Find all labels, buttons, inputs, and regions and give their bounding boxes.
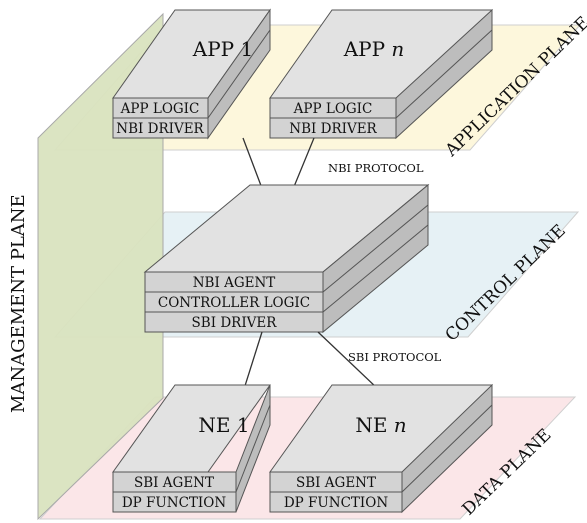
app-1-driver-label: NBI DRIVER bbox=[116, 121, 204, 137]
ne-n-title: NE n bbox=[355, 413, 406, 437]
app-1-box bbox=[112, 8, 271, 140]
app-1-title: APP 1 bbox=[192, 37, 253, 61]
ne-n-function-label: DP FUNCTION bbox=[284, 495, 388, 511]
ne-n-box bbox=[269, 383, 493, 514]
app-n-box bbox=[269, 8, 493, 140]
management-plane-label: MANAGEMENT PLANE bbox=[8, 194, 29, 413]
ne-1-agent-label: SBI AGENT bbox=[134, 475, 214, 491]
app-n-logic-label: APP LOGIC bbox=[293, 101, 373, 117]
controller-agent-label: NBI AGENT bbox=[193, 275, 276, 291]
ne-1-function-label: DP FUNCTION bbox=[122, 495, 226, 511]
ne-n-agent-label: SBI AGENT bbox=[296, 475, 376, 491]
ne-1-title: NE 1 bbox=[198, 413, 249, 437]
app-1-logic-label: APP LOGIC bbox=[120, 101, 200, 117]
app-n-title: APP n bbox=[343, 37, 405, 61]
controller-box bbox=[143, 183, 430, 334]
controller-logic-label: CONTROLLER LOGIC bbox=[158, 295, 310, 311]
management-plane bbox=[37, 12, 164, 521]
ne-1-box bbox=[112, 384, 271, 513]
sbi-protocol-label: SBI PROTOCOL bbox=[348, 350, 442, 364]
app-n-driver-label: NBI DRIVER bbox=[289, 121, 377, 137]
nbi-protocol-label: NBI PROTOCOL bbox=[328, 161, 424, 175]
controller-driver-label: SBI DRIVER bbox=[192, 315, 278, 331]
